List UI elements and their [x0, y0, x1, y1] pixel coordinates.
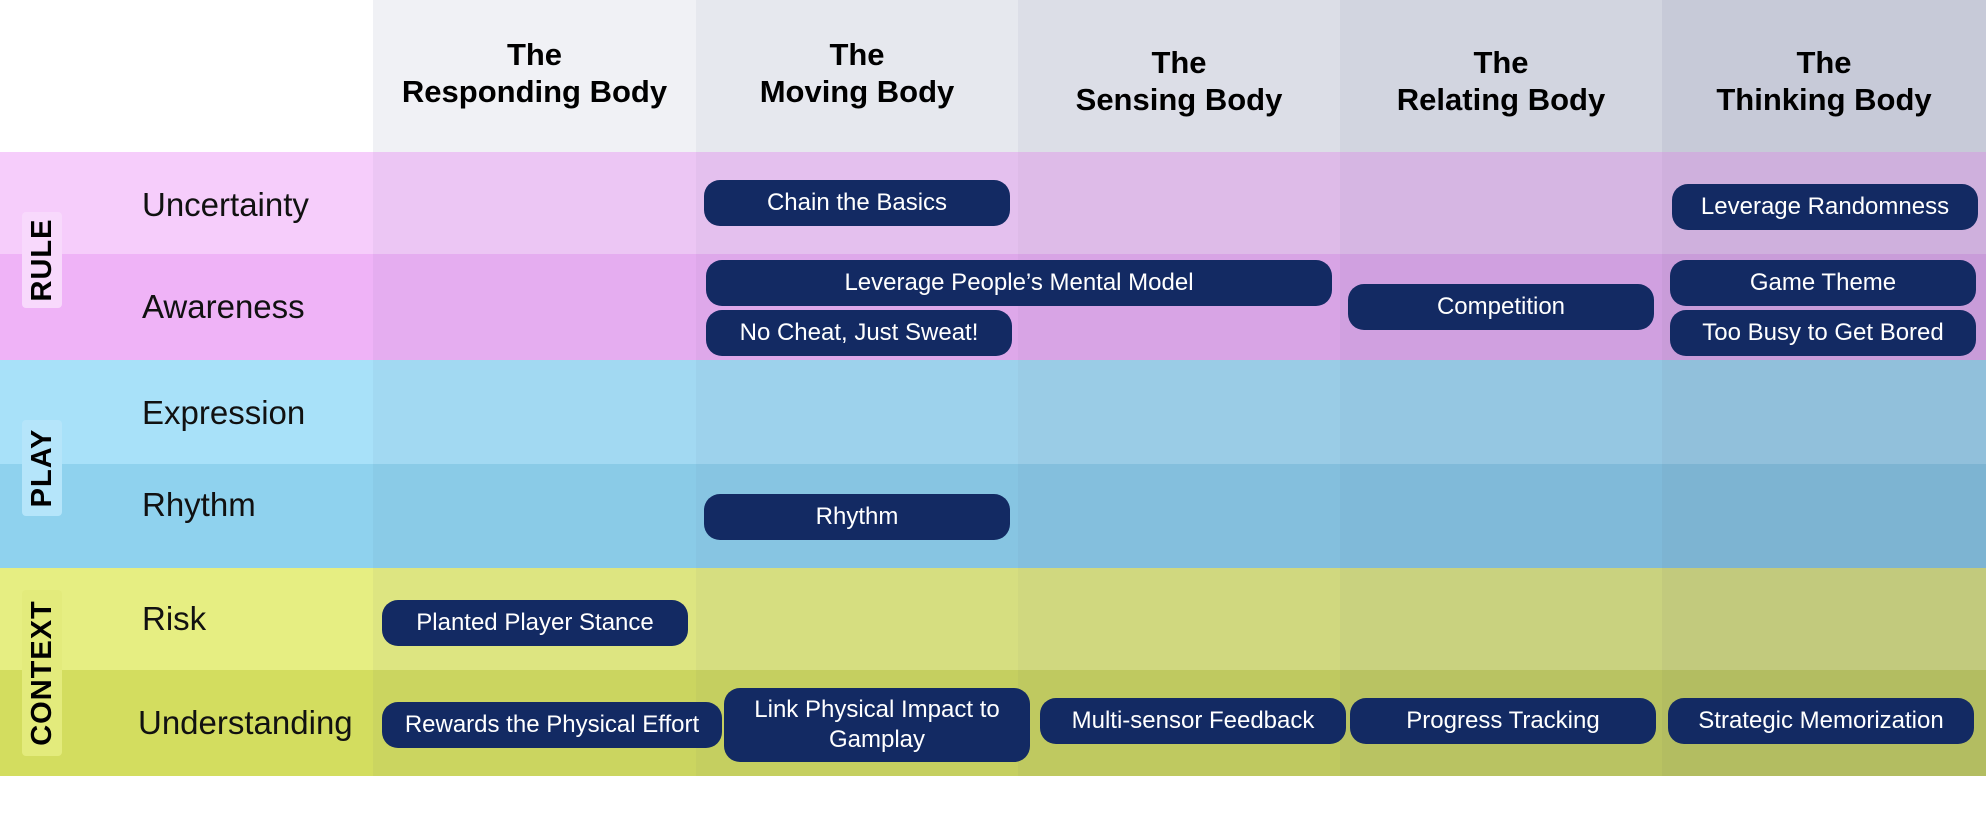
group-label-rule: RULE: [25, 218, 58, 302]
group-label-play: PLAY: [25, 428, 58, 508]
band-expression: [0, 360, 1986, 464]
row-label-understanding: Understanding: [138, 704, 353, 741]
column-header-line2: Sensing Body: [1075, 82, 1283, 117]
card-link-physical-impact: Link Physical Impact to Gamplay: [724, 688, 1030, 762]
band-risk: [0, 568, 1986, 670]
column-header-line2: Moving Body: [759, 74, 955, 109]
card-leverage-randomness: Leverage Randomness: [1672, 184, 1978, 230]
card-game-theme: Game Theme: [1670, 260, 1976, 306]
column-header-bg-5: [1662, 0, 1986, 152]
column-header-bg-4: [1340, 0, 1662, 152]
column-overlay-5: [1662, 152, 1986, 776]
card-no-cheat-just-sweat: No Cheat, Just Sweat!: [706, 310, 1012, 356]
column-header-line1: The: [1473, 44, 1529, 80]
column-overlay-2: [696, 152, 1018, 776]
group-tab-play: [22, 420, 62, 516]
column-header-bg-3: [1018, 0, 1340, 152]
row-label-awareness: Awareness: [142, 288, 305, 325]
column-header-line2: Thinking Body: [1716, 82, 1932, 117]
column-header-line2: Responding Body: [401, 74, 668, 109]
card-multi-sensor-feedback: Multi-sensor Feedback: [1040, 698, 1346, 744]
column-header-line1: The: [506, 36, 563, 72]
column-header-responding: The Responding Body: [373, 28, 696, 118]
column-header-bg-1: [373, 0, 696, 152]
column-header-sensing: The Sensing Body: [1018, 36, 1340, 126]
card-progress-tracking: Progress Tracking: [1350, 698, 1656, 744]
column-header-line1: The: [1796, 44, 1852, 80]
card-too-busy-to-get-bored: Too Busy to Get Bored: [1670, 310, 1976, 356]
row-label-risk: Risk: [142, 600, 207, 637]
card-chain-the-basics: Chain the Basics: [704, 180, 1010, 226]
group-label-context: CONTEXT: [25, 600, 58, 746]
card-competition: Competition: [1348, 284, 1654, 330]
column-header-relating: The Relating Body: [1340, 36, 1662, 126]
row-label-rhythm: Rhythm: [142, 486, 256, 523]
column-overlay-3: [1018, 152, 1340, 776]
column-header-line1: The: [829, 36, 885, 72]
row-label-expression: Expression: [142, 394, 306, 431]
card-strategic-memorization: Strategic Memorization: [1668, 698, 1974, 744]
group-tab-context: [22, 590, 62, 756]
row-label-uncertainty: Uncertainty: [142, 186, 309, 223]
column-header-bg-2: [696, 0, 1018, 152]
column-header-moving: The Moving Body: [696, 28, 1018, 118]
card-rewards-physical-effort: Rewards the Physical Effort: [382, 702, 722, 748]
group-tab-rule: [22, 212, 62, 308]
column-overlay-1: [373, 152, 696, 776]
card-rhythm: Rhythm: [704, 494, 1010, 540]
column-header-line2: Relating Body: [1396, 82, 1606, 117]
card-planted-player-stance: Planted Player Stance: [382, 600, 688, 646]
column-overlay-4: [1340, 152, 1662, 776]
column-header-thinking: The Thinking Body: [1662, 36, 1986, 126]
card-leverage-mental-model: Leverage People’s Mental Model: [706, 260, 1332, 306]
column-header-line1: The: [1151, 44, 1207, 80]
